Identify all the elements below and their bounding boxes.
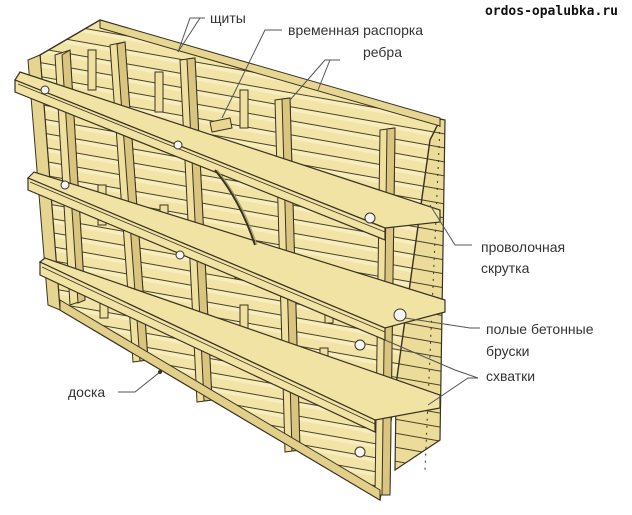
label-ribs: ребра bbox=[363, 44, 403, 60]
label-hollow-concrete-line1: полые бетонные bbox=[486, 321, 594, 337]
label-temporary-brace: временная распорка bbox=[288, 22, 424, 38]
label-wire-twist-line2: скрутка bbox=[481, 260, 530, 276]
label-wire-twist-line1: проволочная bbox=[481, 239, 566, 255]
clamps bbox=[14, 71, 446, 433]
spacers bbox=[40, 85, 407, 458]
label-board: доска bbox=[68, 384, 106, 400]
label-clamps: схватки bbox=[486, 368, 536, 384]
clamp-lines bbox=[17, 83, 386, 425]
site-watermark: ordos-opalubka.ru bbox=[484, 4, 618, 19]
bottom-board bbox=[59, 299, 381, 501]
label-hollow-concrete-line2: бруски bbox=[486, 343, 530, 359]
label-shields: щиты bbox=[210, 10, 246, 26]
temporary-brace bbox=[209, 117, 258, 246]
leader-lines bbox=[118, 17, 480, 406]
